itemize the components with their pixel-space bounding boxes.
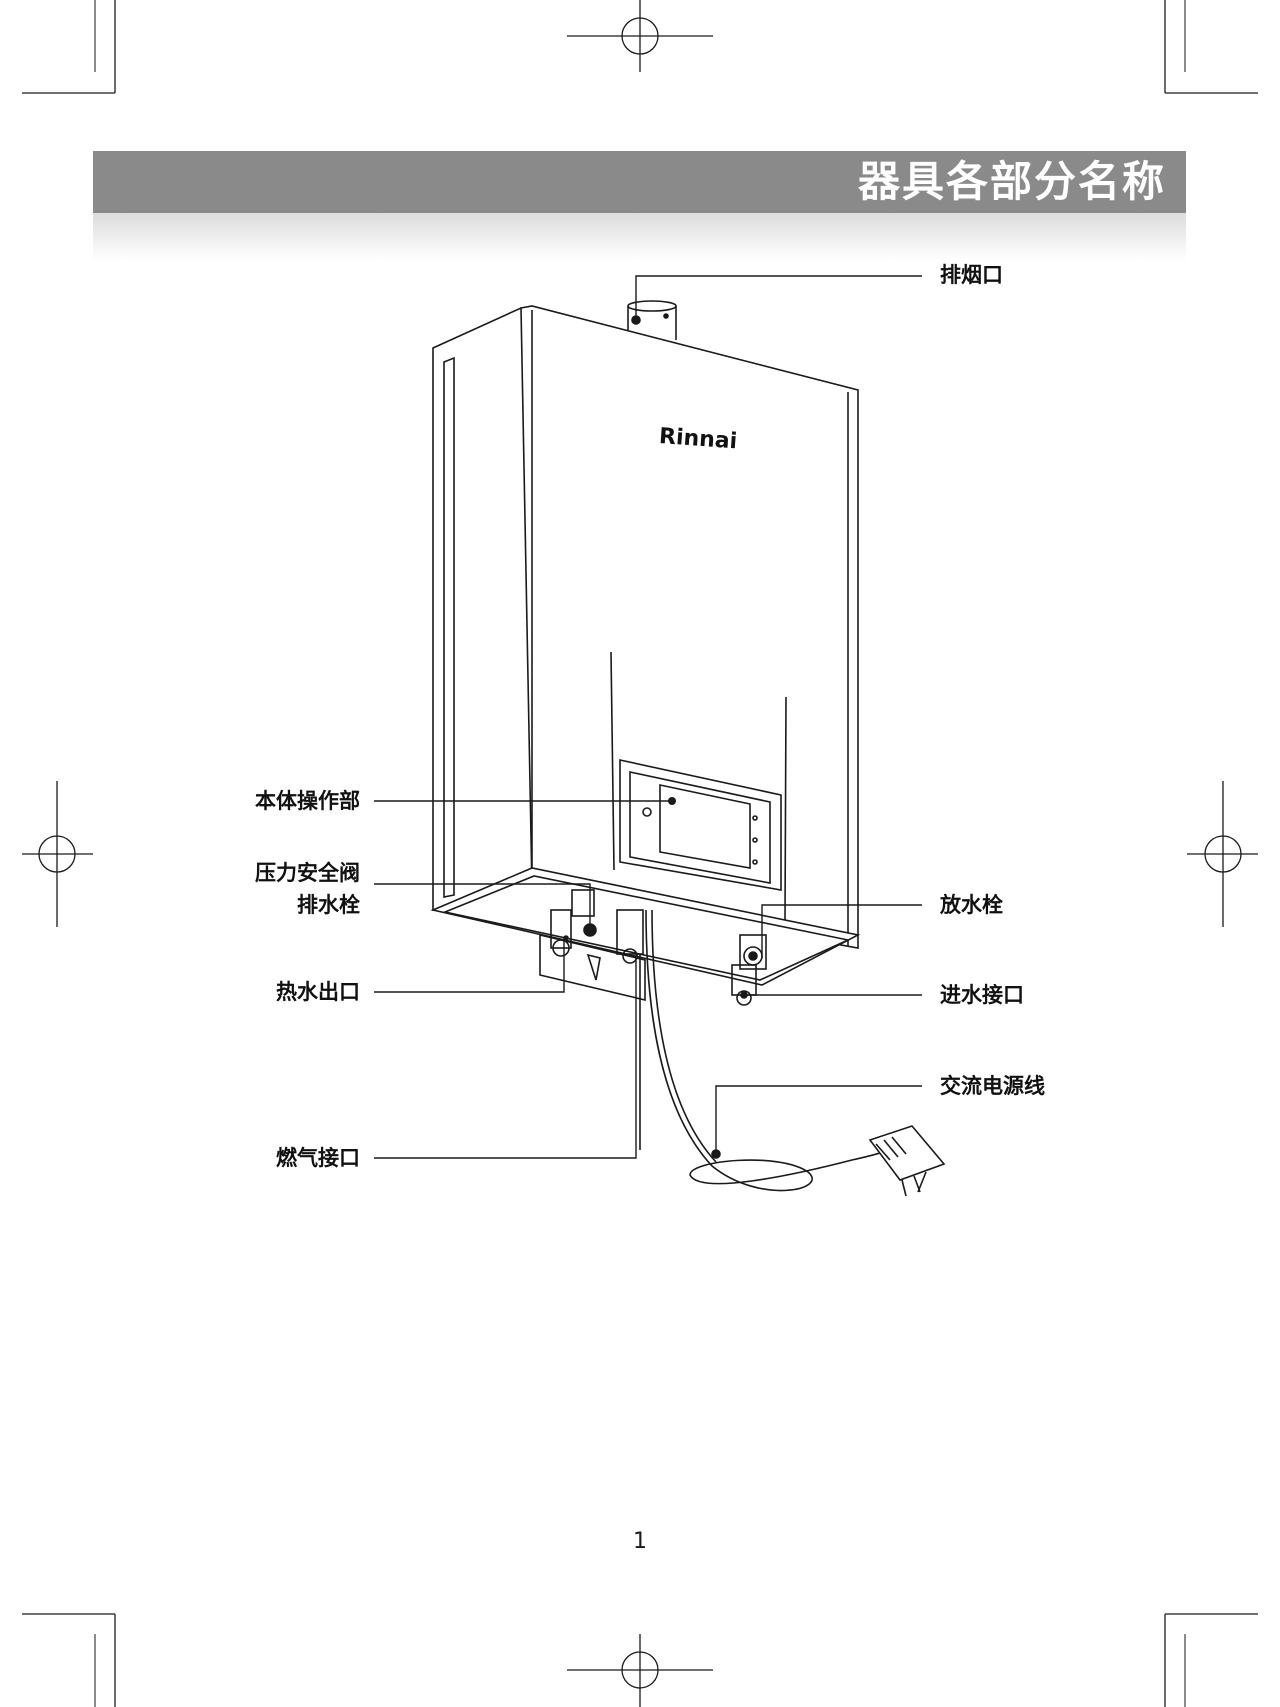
label-gas-inlet: 燃气接口 <box>276 1146 360 1170</box>
page-title: 器具各部分名称 <box>857 157 1166 206</box>
leader-flue-outlet <box>635 275 922 318</box>
flue-pipe <box>627 300 677 340</box>
leader-lines <box>374 275 922 1159</box>
power-plug <box>868 1125 946 1197</box>
registration-mark-bottom <box>567 1634 713 1707</box>
registration-mark-top <box>567 0 713 72</box>
label-drain-plug: 放水栓 <box>940 893 1003 917</box>
leader-power-cord <box>715 1085 922 1154</box>
label-relief-valve-line1: 压力安全阀 <box>255 861 360 885</box>
leader-relief-valve <box>374 883 591 930</box>
registration-mark-right <box>1187 781 1258 927</box>
section-title-bar: 器具各部分名称 <box>93 151 1186 213</box>
leader-gas-inlet <box>374 955 637 1159</box>
leader-hot-water <box>374 938 565 993</box>
label-power-cord: 交流电源线 <box>940 1074 1045 1098</box>
label-control-panel: 本体操作部 <box>255 789 360 813</box>
brand-logo-text: Rinnai <box>658 424 739 455</box>
power-cord <box>645 909 946 1197</box>
gas-fitting <box>616 909 644 964</box>
page-number: 1 <box>633 1529 647 1554</box>
heater-body <box>430 300 861 1150</box>
label-hot-water-outlet: 热水出口 <box>276 980 360 1004</box>
label-water-inlet: 进水接口 <box>940 983 1024 1007</box>
title-bar-shadow <box>93 213 1186 261</box>
registration-mark-left <box>22 781 93 927</box>
label-relief-valve-line2: 排水栓 <box>297 893 360 917</box>
crop-marks <box>22 0 1258 1707</box>
leader-drain-plug <box>761 904 922 958</box>
label-flue-outlet: 排烟口 <box>940 263 1003 287</box>
